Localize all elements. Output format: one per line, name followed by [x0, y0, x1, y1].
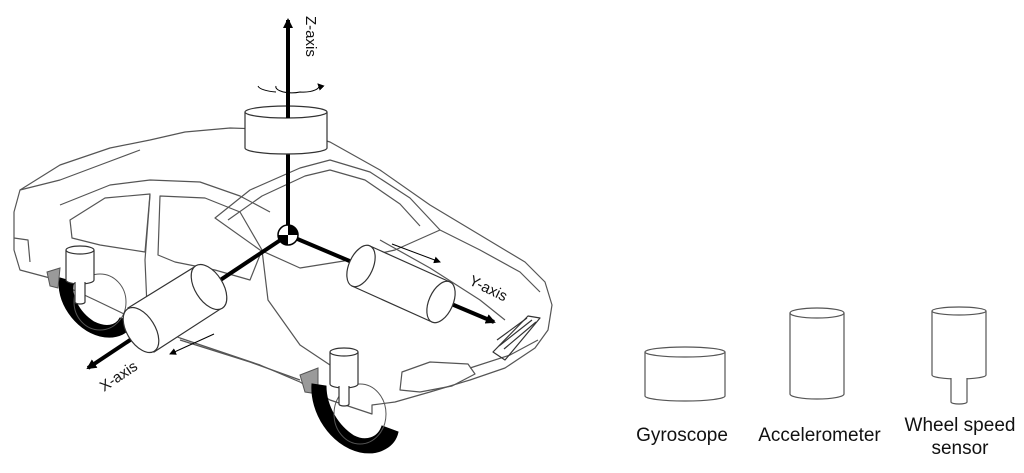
front-wheel-speed-sensor: [329, 347, 359, 407]
car-body: [13, 127, 553, 415]
z-axis-label: Z-axis: [302, 16, 319, 57]
bumper-line: [469, 339, 539, 369]
roof-line: [59, 179, 271, 213]
headlight: [399, 361, 476, 393]
front-window: [157, 195, 263, 281]
y-motion-arrow: [391, 243, 441, 264]
car-outline: [13, 127, 553, 415]
legend-label-gyroscope: Gyroscope: [636, 425, 728, 446]
y-axis-label: Y-axis: [466, 272, 510, 305]
z-gyroscope: [244, 105, 328, 155]
grille: [492, 315, 541, 361]
legend-accelerometer-icon: [789, 307, 845, 400]
door-rear-edge: [261, 249, 331, 366]
origin-marker: [277, 224, 299, 246]
z-rotation-arrow: [275, 83, 325, 94]
front-wheel: [311, 383, 399, 454]
hood-crease: [379, 239, 506, 321]
x-motion-arrow: [169, 333, 215, 355]
x-accelerometer: [122, 263, 228, 354]
rear-window: [69, 193, 151, 253]
legend-label-wheel-speed-sensor: Wheel speed sensor: [904, 415, 1016, 459]
legend-gyroscope-icon: [644, 346, 726, 402]
x-axis-label: X-axis: [97, 358, 141, 395]
rear-bumper: [13, 237, 31, 263]
windshield: [214, 159, 441, 269]
y-accelerometer: [346, 244, 456, 324]
legend-label-accelerometer: Accelerometer: [758, 425, 881, 446]
rear-mudflap: [46, 267, 61, 289]
hood: [439, 229, 541, 293]
door-sill: [179, 339, 301, 381]
legend-wheel-speed-sensor-icon: [931, 306, 987, 405]
rear-wheel-speed-sensor: [65, 245, 95, 305]
windshield-inner: [227, 169, 421, 227]
trunk: [19, 149, 141, 191]
